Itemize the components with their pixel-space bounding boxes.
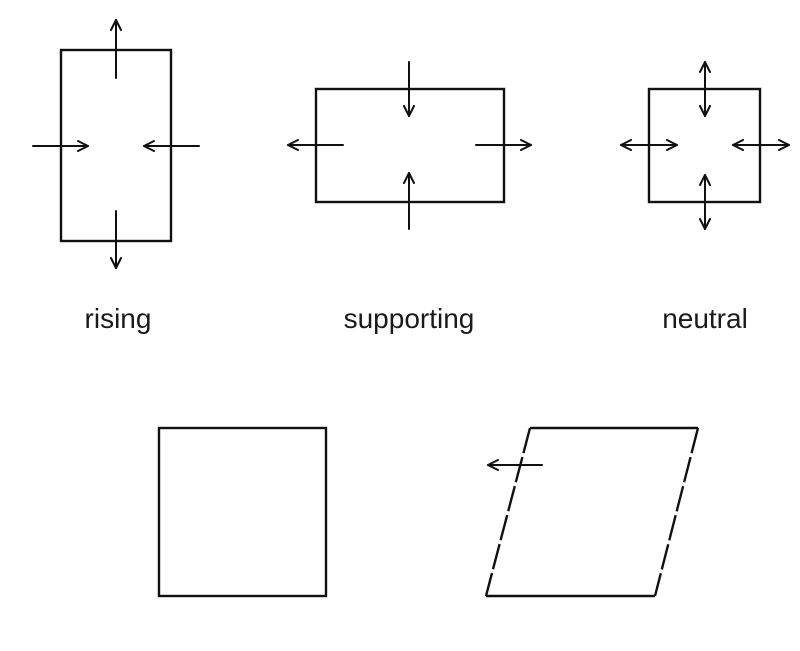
sheared-figure [484, 426, 700, 598]
neutral-figure [620, 61, 790, 230]
label-rising: rising [85, 303, 152, 334]
sheared-left-edge [484, 427, 532, 597]
undeformed-figure [157, 426, 328, 598]
undeformed-square [157, 426, 328, 598]
rising-figure [32, 19, 200, 269]
supporting-figure [287, 61, 532, 230]
sheared-right-edge [653, 427, 700, 597]
label-neutral: neutral [662, 303, 748, 334]
label-supporting: supporting [344, 303, 475, 334]
